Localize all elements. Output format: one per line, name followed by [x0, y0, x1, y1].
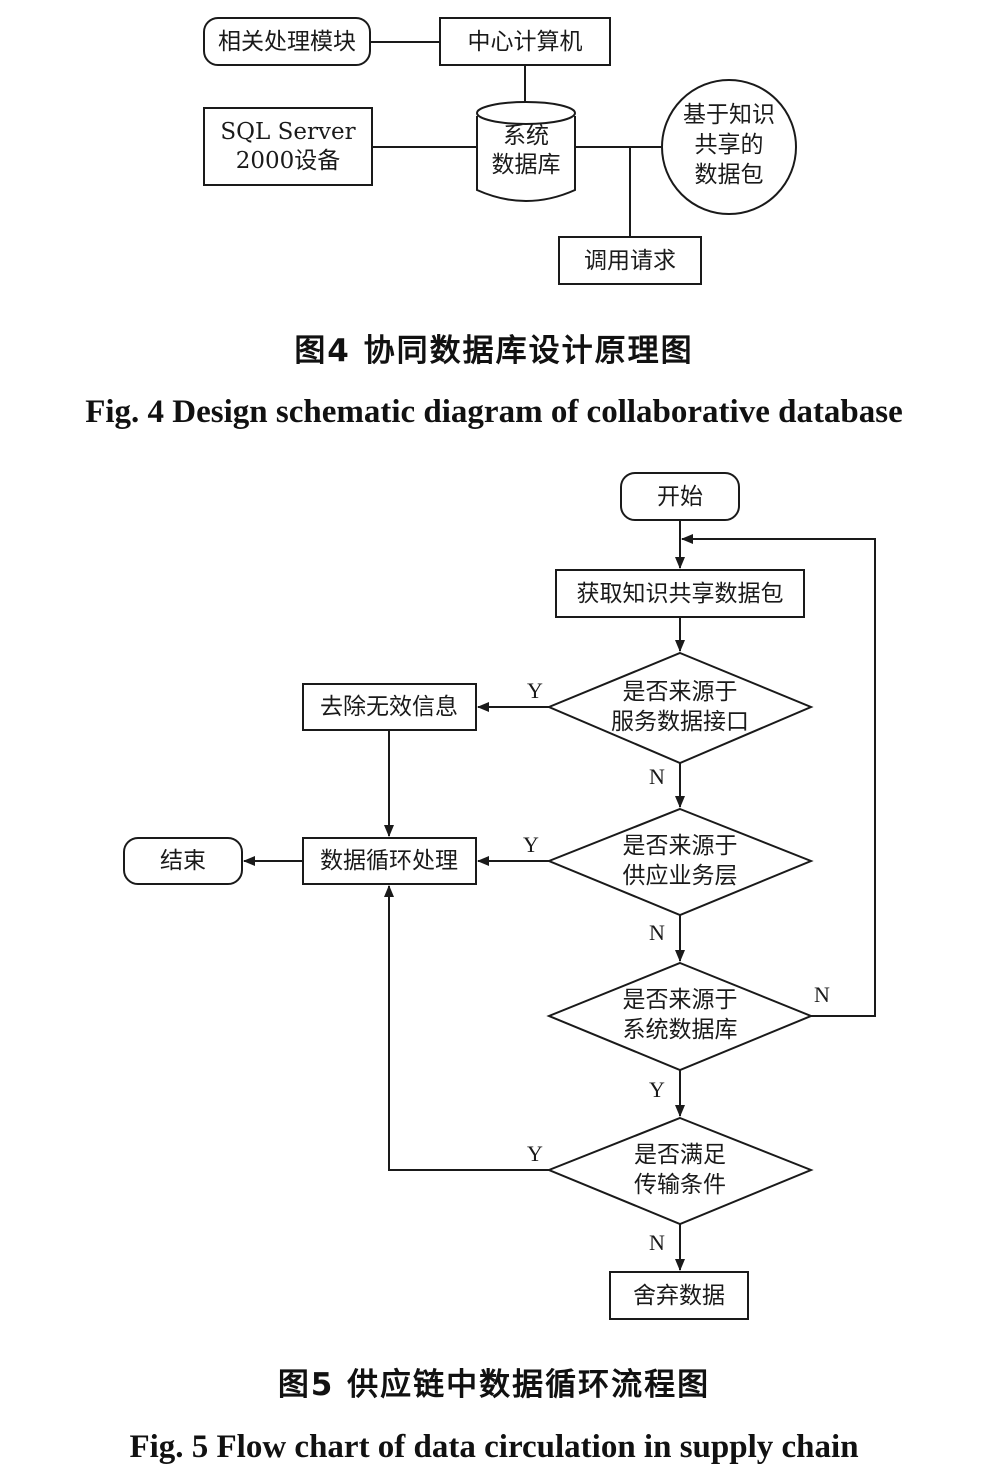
node-system-database: 系统 数据库	[476, 101, 576, 202]
node-center-computer-label: 中心计算机	[468, 29, 583, 55]
node-decision-transfer-line1: 是否满足	[634, 1142, 726, 1168]
node-decision-system-db	[546, 961, 814, 1072]
node-sql-server	[203, 107, 373, 186]
node-decision-supply-layer-line2: 供应业务层	[623, 863, 738, 889]
fig5-caption-en: Fig. 5 Flow chart of data circulation in…	[129, 1429, 858, 1465]
node-end-label: 结束	[160, 848, 206, 874]
node-decision-transfer-line2: 传输条件	[634, 1172, 726, 1198]
node-remove-invalid	[302, 683, 477, 731]
edge-d4-loop	[384, 885, 549, 1171]
node-knowledge-package	[661, 79, 797, 215]
label-d2-no: N	[649, 920, 665, 945]
edge-d3-loopback	[681, 534, 876, 1017]
node-decision-service-interface	[546, 651, 814, 765]
label-d4-no: N	[649, 1230, 665, 1255]
node-call-request-label: 调用请求	[584, 248, 676, 274]
node-start-label: 开始	[657, 484, 703, 510]
label-d1-no: N	[649, 764, 665, 789]
node-get-package-label: 获取知识共享数据包	[577, 581, 784, 607]
label-d3-yes: Y	[649, 1077, 665, 1102]
fig5-caption-cn: 图5 供应链中数据循环流程图	[278, 1367, 710, 1403]
node-decision-system-db-line2: 系统数据库	[623, 1017, 738, 1043]
node-call-request	[558, 236, 702, 285]
node-knowledge-package-line3: 数据包	[695, 162, 764, 188]
node-discard-data	[609, 1271, 749, 1320]
fig4-caption-en: Fig. 4 Design schematic diagram of colla…	[85, 394, 903, 430]
node-knowledge-package-line1: 基于知识	[683, 102, 775, 128]
node-knowledge-package-line2: 共享的	[695, 132, 764, 158]
node-center-computer	[439, 17, 611, 66]
node-data-loop	[302, 837, 477, 885]
node-system-database-line2: 数据库	[492, 152, 561, 178]
node-decision-supply-layer-line1: 是否来源于	[623, 833, 738, 859]
node-related-module	[203, 17, 371, 66]
label-d3-no: N	[814, 982, 830, 1007]
fig4-caption-cn: 图4 协同数据库设计原理图	[294, 333, 693, 369]
node-end	[123, 837, 243, 885]
node-start	[620, 472, 740, 521]
node-decision-service-interface-line1: 是否来源于	[623, 679, 738, 705]
label-d4-yes: Y	[527, 1141, 543, 1166]
figure-5: 开始 获取知识共享数据包 是否来源于 服务数据接口 去除无效信息 是否来源于 供…	[123, 472, 876, 1465]
figure-4: 相关处理模块 中心计算机 SQL Server 2000设备 系统 数据库 基于…	[85, 17, 903, 430]
node-sql-server-line2: 2000设备	[236, 148, 341, 174]
label-d1-yes: Y	[527, 678, 543, 703]
node-decision-system-db-line1: 是否来源于	[623, 987, 738, 1013]
node-discard-data-label: 舍弃数据	[633, 1283, 725, 1309]
node-decision-supply-layer	[546, 807, 814, 917]
node-remove-invalid-label: 去除无效信息	[320, 694, 458, 720]
node-get-package	[555, 569, 805, 618]
node-sql-server-line1: SQL Server	[220, 119, 355, 145]
node-decision-transfer	[546, 1116, 814, 1226]
label-d2-yes: Y	[523, 832, 539, 857]
node-data-loop-label: 数据循环处理	[320, 848, 458, 874]
node-decision-service-interface-line2: 服务数据接口	[611, 709, 749, 735]
node-system-database-line1: 系统	[503, 123, 549, 149]
node-related-module-label: 相关处理模块	[218, 29, 356, 55]
